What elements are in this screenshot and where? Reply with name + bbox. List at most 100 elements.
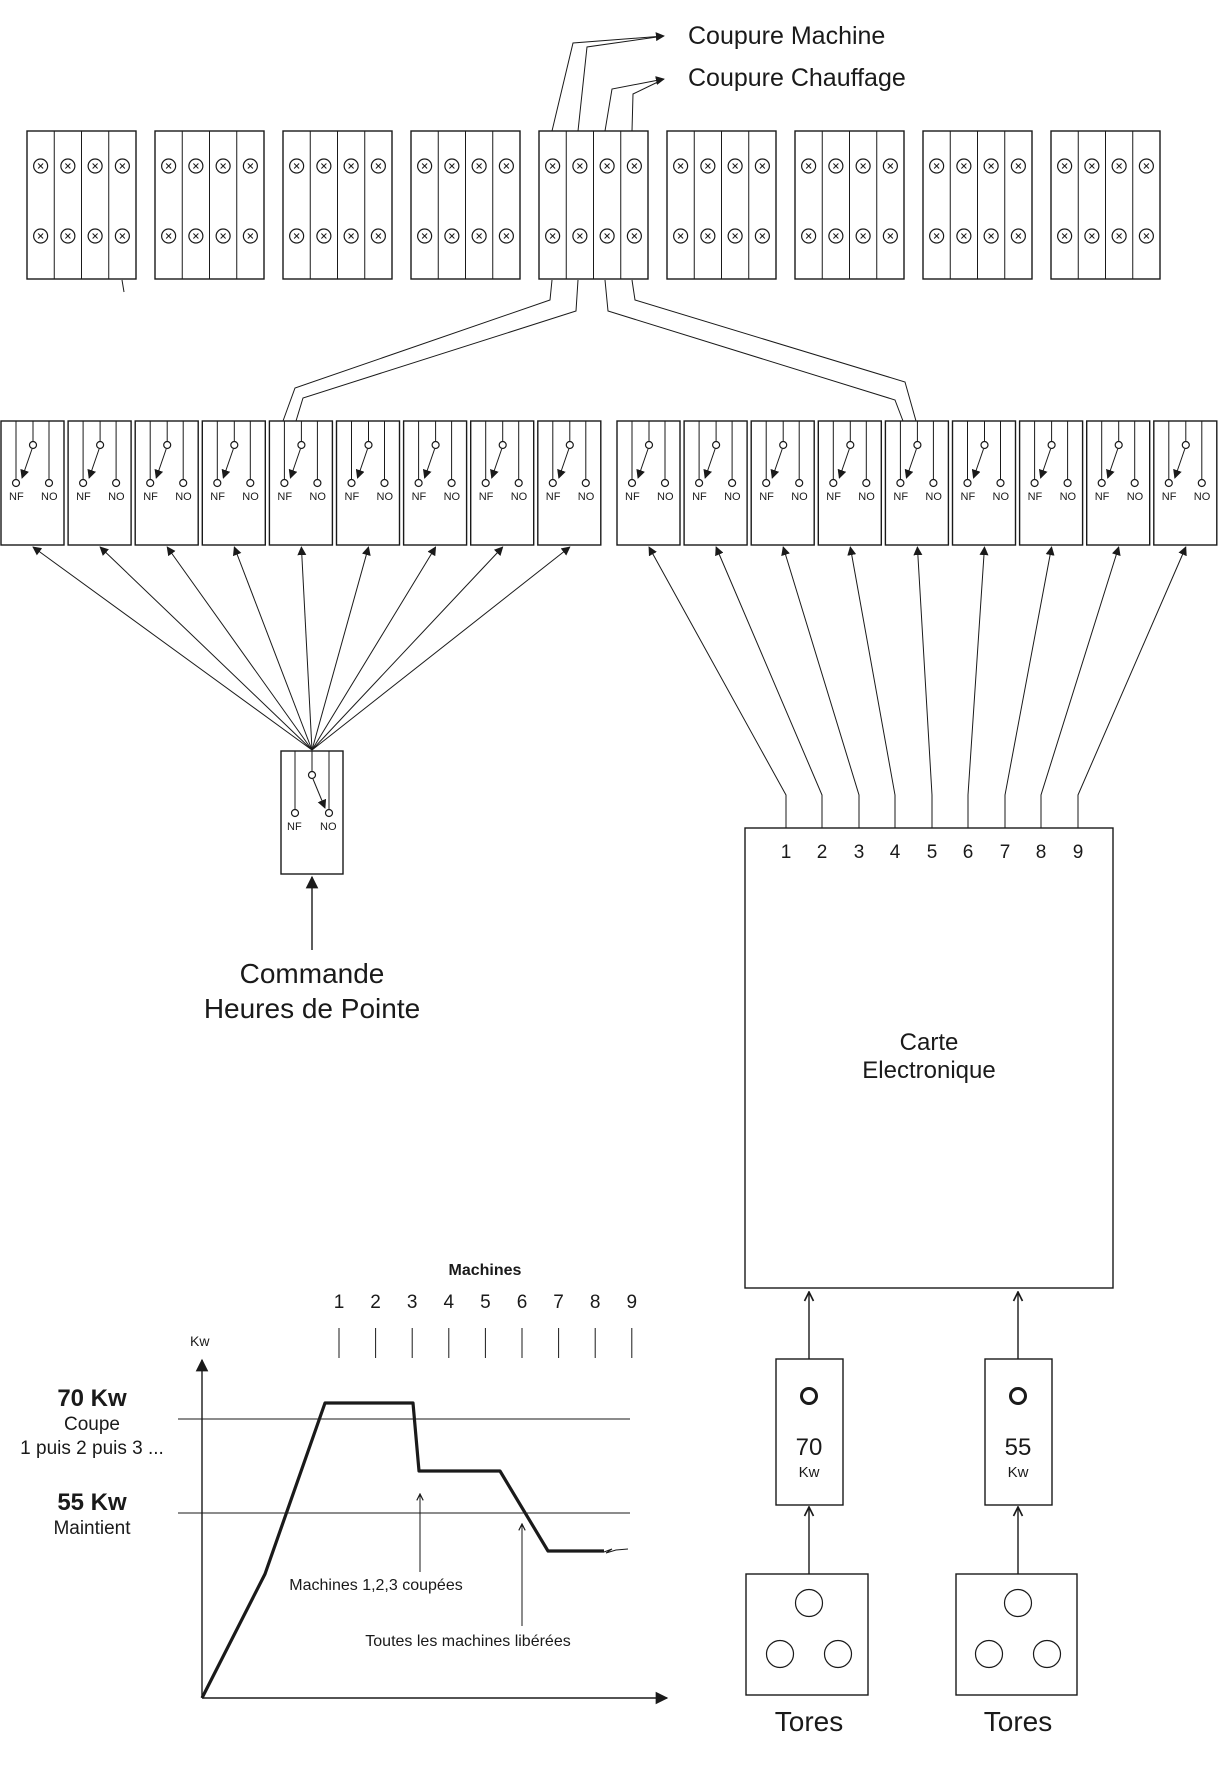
toroid-icon bbox=[974, 1639, 1004, 1669]
toroid-icon bbox=[1003, 1588, 1033, 1618]
nf-label: NF bbox=[345, 491, 360, 503]
nf-label: NF bbox=[1095, 491, 1110, 503]
terminal-screw-icon bbox=[626, 158, 642, 174]
terminal-screw-icon bbox=[370, 158, 386, 174]
indicator-light-icon bbox=[1009, 1387, 1027, 1405]
nf-label: NF bbox=[625, 491, 640, 503]
meter-box bbox=[775, 1358, 844, 1506]
terminal-screw-icon bbox=[1010, 228, 1026, 244]
peak-control-wire bbox=[166, 546, 313, 751]
relay-switch bbox=[422, 448, 436, 479]
output-labels: Coupure Machine Coupure Chauffage bbox=[688, 22, 906, 92]
threshold-70-label: 70 Kw bbox=[57, 1385, 127, 1412]
nf-contact bbox=[1164, 478, 1173, 488]
nf-label: NF bbox=[759, 491, 774, 503]
heating-cut-label: Coupure Chauffage bbox=[688, 64, 906, 92]
relay-switch bbox=[221, 448, 234, 479]
nf-label: NF bbox=[961, 491, 976, 503]
threshold-labels: 70 Kw Coupe 1 puis 2 puis 3 ... 55 Kw Ma… bbox=[20, 1385, 164, 1539]
terminal-screw-icon bbox=[498, 228, 514, 244]
meter-70: 70 Kw Tores bbox=[745, 1292, 869, 1737]
nf-contact bbox=[280, 478, 289, 488]
terminal-screw-icon bbox=[882, 228, 898, 244]
machine-tick-label: 7 bbox=[553, 1292, 564, 1313]
no-label: NO bbox=[41, 491, 58, 503]
no-label: NO bbox=[511, 491, 528, 503]
threshold-55-sub1: Maintient bbox=[53, 1518, 131, 1539]
terminal-screw-icon bbox=[983, 228, 999, 244]
relay-switch bbox=[490, 448, 503, 479]
nf-contact bbox=[347, 478, 356, 488]
wire-heating-cut bbox=[604, 76, 665, 132]
terminal-screw-icon bbox=[161, 158, 177, 174]
terminal-screw-icon bbox=[370, 228, 386, 244]
terminal-screw-icon bbox=[161, 228, 177, 244]
terminal-screw-icon bbox=[801, 228, 817, 244]
relay-common-contact bbox=[1047, 440, 1056, 450]
nf-contact bbox=[829, 478, 838, 488]
card-output-wire bbox=[1077, 546, 1187, 828]
relay-common-contact bbox=[1181, 440, 1190, 450]
terminal-screw-icon bbox=[983, 158, 999, 174]
machine-tick-label: 6 bbox=[517, 1292, 528, 1313]
no-contact bbox=[44, 478, 54, 488]
terminal-screw-icon bbox=[754, 228, 770, 244]
threshold-70-sub2: 1 puis 2 puis 3 ... bbox=[20, 1438, 164, 1459]
terminal-screw-icon bbox=[60, 158, 76, 174]
meter-value: 55 bbox=[1005, 1434, 1032, 1461]
terminal-screw-icon bbox=[343, 158, 359, 174]
relay-common-contact bbox=[28, 440, 38, 450]
relay: NF NO bbox=[1153, 420, 1218, 546]
no-label: NO bbox=[657, 491, 674, 503]
card-output-wire bbox=[781, 546, 860, 828]
relay-switch bbox=[636, 448, 649, 479]
no-contact bbox=[581, 478, 590, 488]
nf-contact bbox=[627, 478, 637, 488]
wire-relay-right-b bbox=[631, 279, 917, 422]
terminal-screw-icon bbox=[1010, 158, 1026, 174]
relay-common-contact bbox=[163, 440, 172, 450]
relay-common-contact bbox=[644, 440, 654, 450]
terminal-screw-icon bbox=[60, 228, 76, 244]
breaker-panel bbox=[410, 130, 521, 280]
card-output-label: 1 bbox=[781, 842, 792, 863]
machine-tick-label: 2 bbox=[370, 1292, 381, 1313]
terminal-screw-icon bbox=[956, 228, 972, 244]
terminal-screw-icon bbox=[545, 158, 561, 174]
wire-machine-cut bbox=[551, 32, 665, 132]
terminal-screw-icon bbox=[215, 158, 231, 174]
no-label: NO bbox=[791, 491, 808, 503]
breaker-panel bbox=[538, 130, 649, 280]
wire-relay-left-b bbox=[295, 279, 579, 422]
no-label: NO bbox=[1194, 491, 1211, 503]
terminal-screw-icon bbox=[242, 228, 258, 244]
terminal-screw-icon bbox=[599, 158, 615, 174]
relay-switch bbox=[557, 448, 570, 479]
relay-common-contact bbox=[565, 440, 574, 450]
nf-contact bbox=[11, 478, 21, 488]
peak-control-relay: NF NO Commande Heures de Pointe bbox=[204, 750, 420, 1024]
terminal-screw-icon bbox=[727, 228, 743, 244]
nf-label: NF bbox=[1162, 491, 1177, 503]
terminal-screw-icon bbox=[700, 228, 716, 244]
power-curve bbox=[200, 1401, 604, 1699]
wire-relay-right-a bbox=[604, 279, 904, 422]
no-label: NO bbox=[1127, 491, 1144, 503]
threshold-70-sub1: Coupe bbox=[64, 1414, 120, 1435]
no-contact bbox=[1197, 478, 1206, 488]
card-output-label: 9 bbox=[1073, 842, 1084, 863]
terminal-screw-icon bbox=[1084, 158, 1100, 174]
no-contact bbox=[246, 478, 255, 488]
meter-unit: Kw bbox=[1008, 1464, 1029, 1481]
terminal-screw-icon bbox=[1138, 158, 1154, 174]
no-contact bbox=[727, 478, 737, 488]
card-output-wire bbox=[1040, 546, 1121, 828]
terminal-screw-icon bbox=[572, 228, 588, 244]
threshold-lines bbox=[178, 1418, 630, 1514]
card-output-wire bbox=[913, 546, 933, 828]
